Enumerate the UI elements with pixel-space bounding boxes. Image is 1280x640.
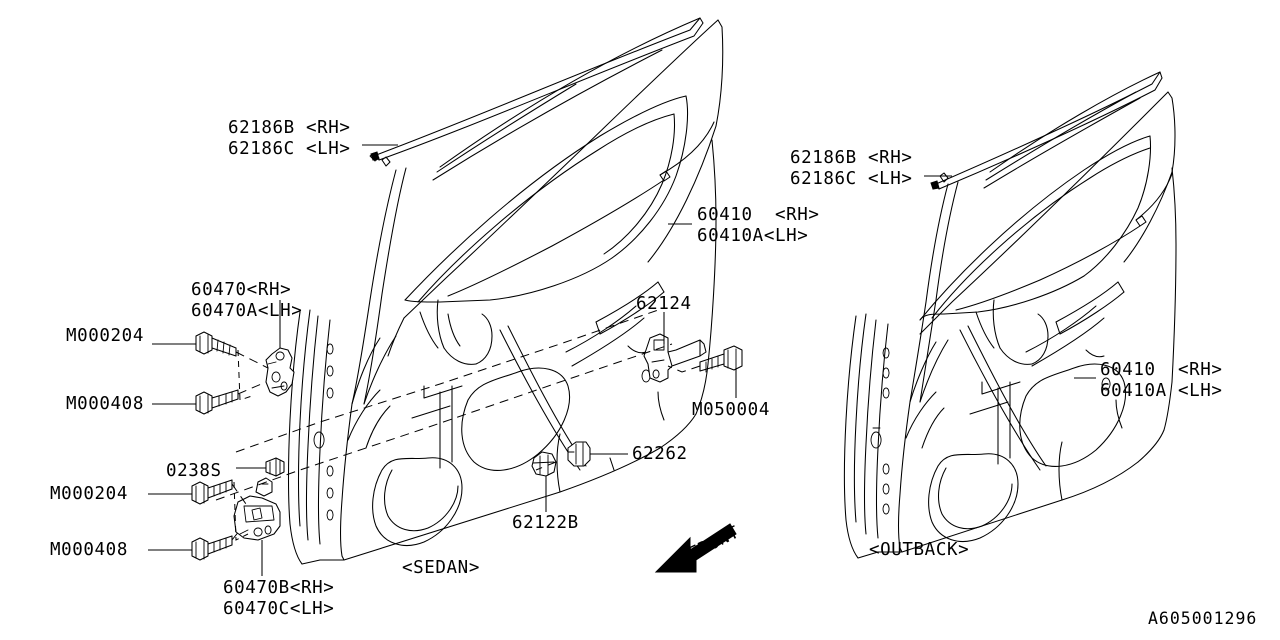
- door-checker-62124: [643, 333, 707, 383]
- label-outback-molding-62186: 62186B <RH>62186C <LH>: [790, 148, 913, 190]
- label-line-2: 62186C <LH>: [790, 169, 913, 189]
- outback-door-panel-60410: [843, 71, 1177, 559]
- label-clip-62122b: 62122B: [512, 513, 579, 533]
- label-pin-0238s: 0238S: [166, 461, 222, 481]
- label-bolt-m050004: M050004: [692, 400, 770, 420]
- diagram-id-code: A605001296: [1148, 609, 1258, 628]
- label-line-2: 60470C<LH>: [223, 599, 335, 619]
- label-line-1: 60410 <RH>: [697, 205, 820, 225]
- label-bolt-m000204-upper: M000204: [66, 326, 144, 346]
- label-line-1: 60470<RH>: [191, 280, 292, 300]
- hinge-lower-60470b: [233, 477, 281, 541]
- label-bolt-m000408-lower: M000408: [50, 540, 128, 560]
- bolt-m000408-upper: [195, 389, 239, 415]
- front-arrow: [654, 523, 737, 573]
- label-line-2: 60410A <LH>: [1100, 381, 1223, 401]
- bolt-m000204-lower: [191, 479, 233, 505]
- label-line-1: 60410 <RH>: [1100, 360, 1223, 380]
- label-line-1: 62186B <RH>: [790, 148, 913, 168]
- clip-62262: [567, 441, 591, 467]
- bolt-m000408-lower: [191, 535, 233, 561]
- label-sedan-molding-62186: 62186B <RH>62186C <LH>: [228, 118, 351, 160]
- bolt-m050004-checker: [699, 345, 743, 373]
- label-line-1: 60470B<RH>: [223, 578, 335, 598]
- label-line-2: 60470A<LH>: [191, 301, 303, 321]
- bolt-m000204-upper: [195, 331, 237, 357]
- label-outback-panel-60410: 60410 <RH>60410A <LH>: [1100, 360, 1223, 402]
- label-bolt-m000204-lower: M000204: [50, 484, 128, 504]
- label-hinge-lower-60470b: 60470B<RH>60470C<LH>: [223, 578, 334, 620]
- sedan-door-panel-60410: [287, 17, 724, 565]
- caption-outback: <OUTBACK>: [869, 540, 970, 560]
- sedan-molding-62186: [369, 17, 704, 162]
- label-door-checker-62124: 62124: [636, 294, 692, 314]
- label-line-2: 62186C <LH>: [228, 139, 351, 159]
- label-bolt-m000408-upper: M000408: [66, 394, 144, 414]
- label-sedan-panel-60410: 60410 <RH>60410A<LH>: [697, 205, 820, 247]
- caption-sedan: <SEDAN>: [402, 558, 480, 578]
- label-clip-62262: 62262: [632, 444, 688, 464]
- assembly-guide-lines: [215, 307, 701, 541]
- hinge-upper-60470: [265, 347, 295, 397]
- outback-molding-62186: [930, 71, 1163, 190]
- label-hinge-upper-60470: 60470<RH>60470A<LH>: [191, 280, 302, 322]
- label-line-2: 60410A<LH>: [697, 226, 809, 246]
- leader-lines: [148, 144, 1096, 576]
- pin-0238s: [265, 457, 285, 477]
- label-line-1: 62186B <RH>: [228, 118, 351, 138]
